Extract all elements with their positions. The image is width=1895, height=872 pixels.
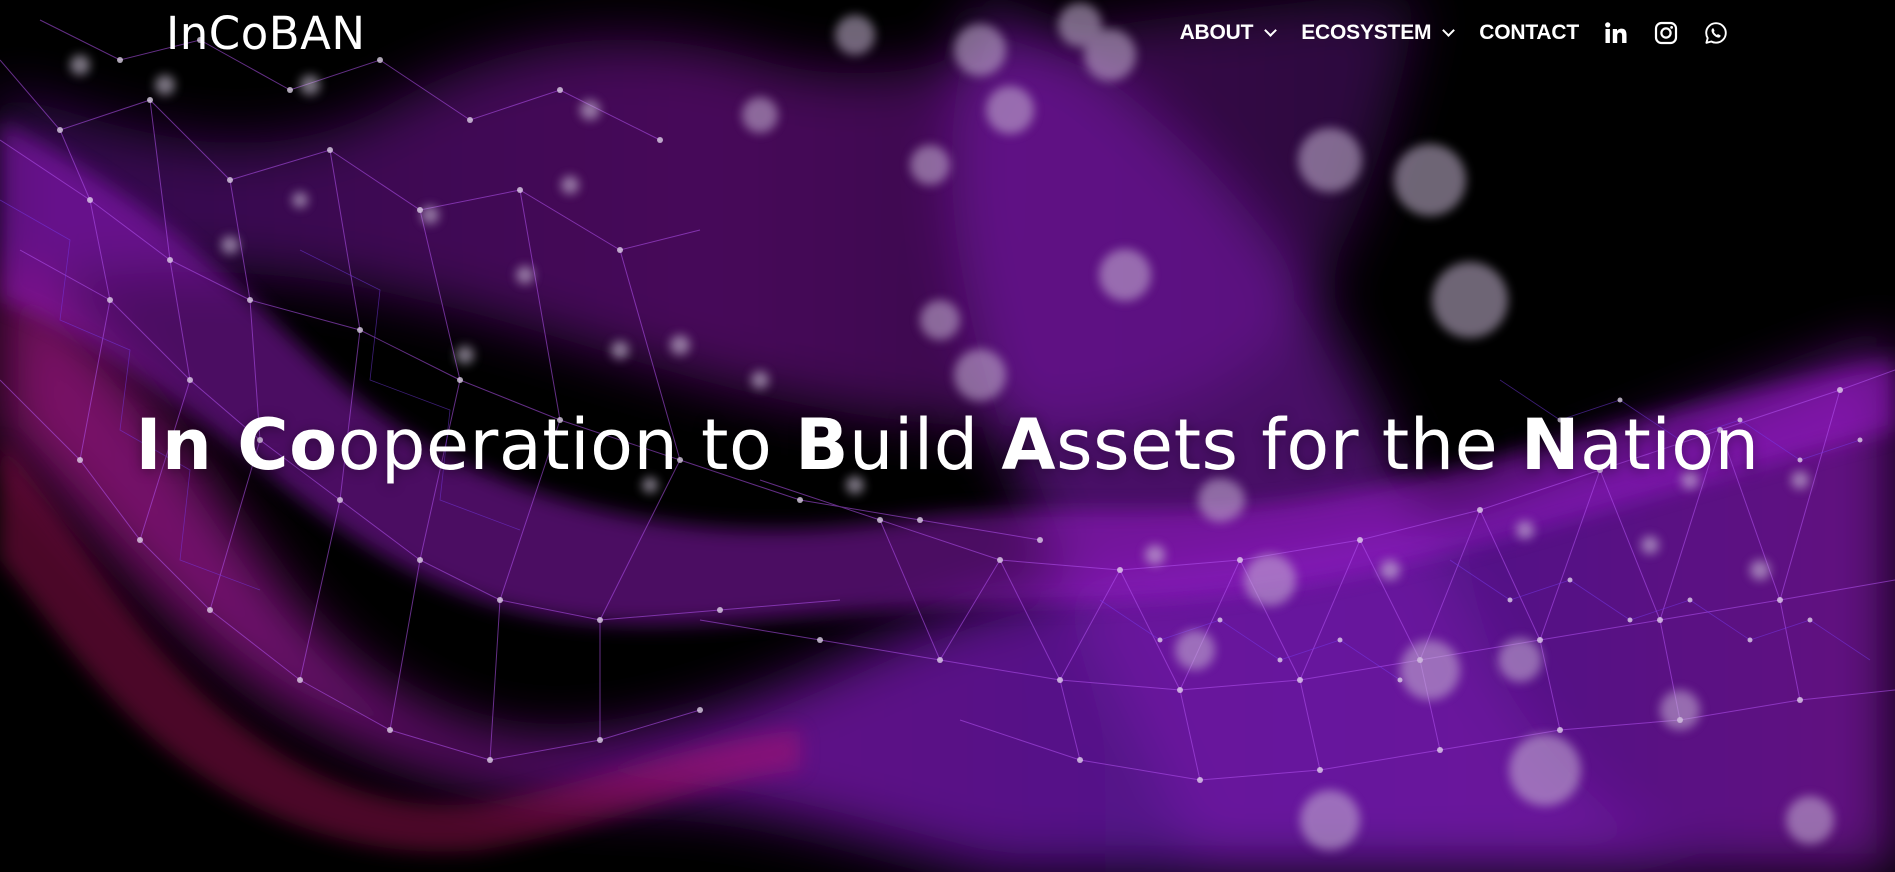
whatsapp-icon bbox=[1705, 22, 1727, 44]
brand-logo[interactable]: InCoBAN bbox=[166, 7, 366, 60]
chevron-down-icon bbox=[1442, 24, 1456, 37]
instagram-icon bbox=[1654, 21, 1678, 45]
nav-item-contact[interactable]: CONTACT bbox=[1479, 21, 1579, 45]
headline-part: ation bbox=[1580, 404, 1760, 486]
headline-part: B bbox=[795, 404, 849, 486]
linkedin-link[interactable] bbox=[1603, 20, 1629, 46]
headline-part: A bbox=[1001, 404, 1057, 486]
headline-part: ssets for the bbox=[1056, 404, 1521, 486]
nav-item-about[interactable]: ABOUT bbox=[1179, 21, 1278, 45]
linkedin-icon bbox=[1605, 22, 1627, 43]
whatsapp-link[interactable] bbox=[1703, 20, 1729, 46]
headline-part: uild bbox=[848, 404, 1002, 486]
nav-item-about-label: ABOUT bbox=[1179, 21, 1254, 44]
site-header: InCoBAN ABOUT ECOSYSTEM CONTACT bbox=[0, 0, 1895, 68]
nav-item-contact-label: CONTACT bbox=[1479, 21, 1579, 44]
hero-headline: In Cooperation to Build Assets for the N… bbox=[0, 400, 1895, 490]
instagram-link[interactable] bbox=[1653, 20, 1679, 46]
nav-item-ecosystem[interactable]: ECOSYSTEM bbox=[1301, 21, 1456, 45]
nav-item-ecosystem-label: ECOSYSTEM bbox=[1301, 21, 1432, 44]
headline-part: Co bbox=[237, 404, 338, 486]
main-nav: ABOUT ECOSYSTEM CONTACT bbox=[1180, 18, 1729, 48]
headline-part: N bbox=[1520, 404, 1580, 486]
headline-part: In bbox=[135, 404, 238, 486]
headline-part: operation to bbox=[337, 404, 796, 486]
chevron-down-icon bbox=[1264, 24, 1278, 37]
